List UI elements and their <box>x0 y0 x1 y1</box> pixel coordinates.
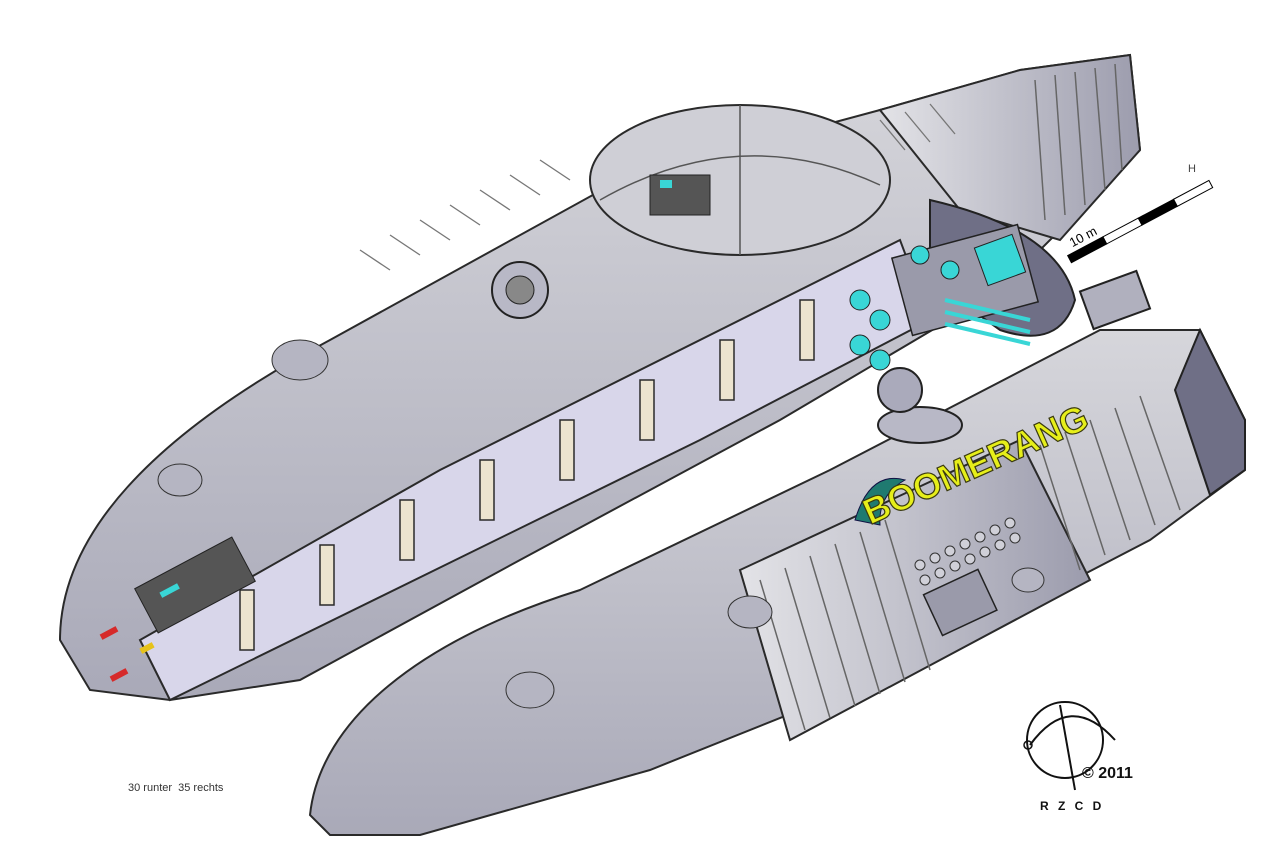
upper-engine-ribs <box>1034 63 1123 221</box>
engine-cluster <box>849 198 1077 371</box>
sensor-blister <box>1011 567 1045 593</box>
missile-tip-yellow <box>139 642 155 654</box>
engine-coils <box>944 298 1031 346</box>
upper-hull-cutaway <box>58 53 1142 702</box>
bulkheads <box>239 299 815 651</box>
view-angle-caption: 30 runter 35 rechts <box>128 782 224 794</box>
copyright-year: © 2011 <box>1082 765 1133 782</box>
forward-weapons-bay <box>134 536 256 634</box>
emblem-crescent <box>854 478 907 526</box>
engine-nozzles-cyan <box>849 245 960 371</box>
dish-turret-base <box>877 406 963 444</box>
scale-tick-label: H <box>1188 163 1196 175</box>
sensor-dish <box>877 367 923 413</box>
missile-tip-red <box>109 668 129 682</box>
rear-gun-turret <box>1078 269 1152 331</box>
porthole-grid <box>914 517 1021 586</box>
signature-initials: R Z C D <box>1040 799 1104 813</box>
lower-hull: BOOMERANG <box>308 269 1246 836</box>
lower-hull-ribs <box>759 395 1181 731</box>
sensor-blister <box>157 463 203 497</box>
artist-signature: © 2011 R Z C D <box>1023 701 1133 813</box>
sensor-blister <box>727 595 773 629</box>
sensor-blister <box>505 671 555 709</box>
upper-ridge-ribs <box>359 103 956 271</box>
sensor-blister <box>271 339 329 381</box>
scale-bar: 10 m <box>1067 179 1214 264</box>
access-hatch <box>922 568 998 637</box>
missile-tip-red <box>99 626 119 640</box>
dome-turret <box>649 174 711 216</box>
